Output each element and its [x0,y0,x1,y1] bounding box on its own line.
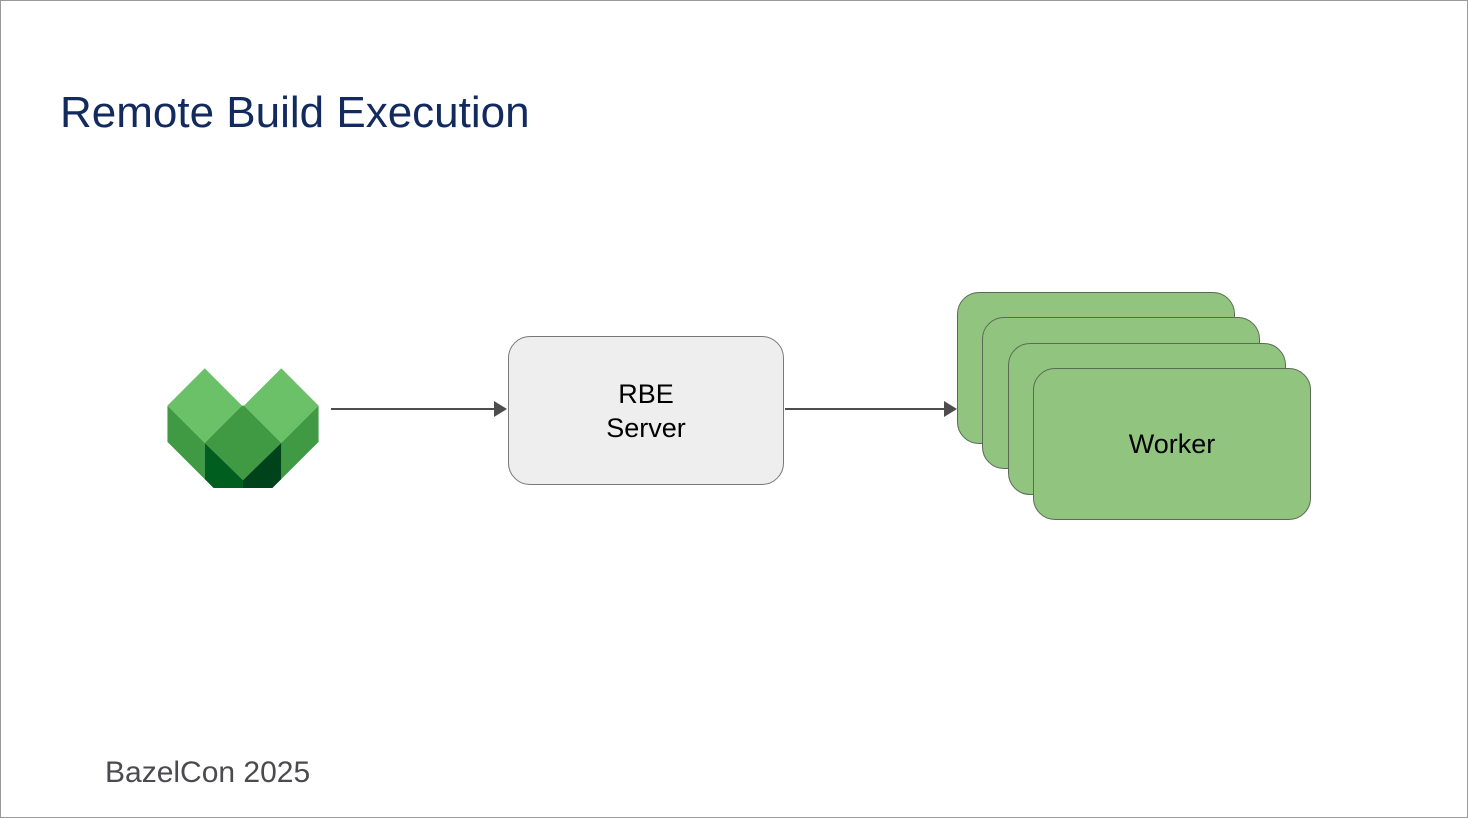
page-title: Remote Build Execution [60,88,530,137]
arrow-rbe-server-to-worker [785,401,958,417]
worker-card: Worker [1033,368,1311,520]
arrow-line [785,408,946,410]
arrow-head-icon [944,401,957,417]
arrow-line [331,408,496,410]
arrow-bazel-to-rbe-server [331,401,508,417]
bazel-logo-icon [164,331,322,488]
worker-label: Worker [1128,429,1216,459]
footer-brand: BazelCon 2025 [50,750,310,796]
rbe-server-node: RBE Server [508,336,784,485]
footer-brand-text: BazelCon 2025 [105,756,311,789]
arrow-head-icon [494,401,507,417]
rbe-server-label: RBE Server [606,378,686,443]
worker-stack: Worker [957,292,1313,522]
